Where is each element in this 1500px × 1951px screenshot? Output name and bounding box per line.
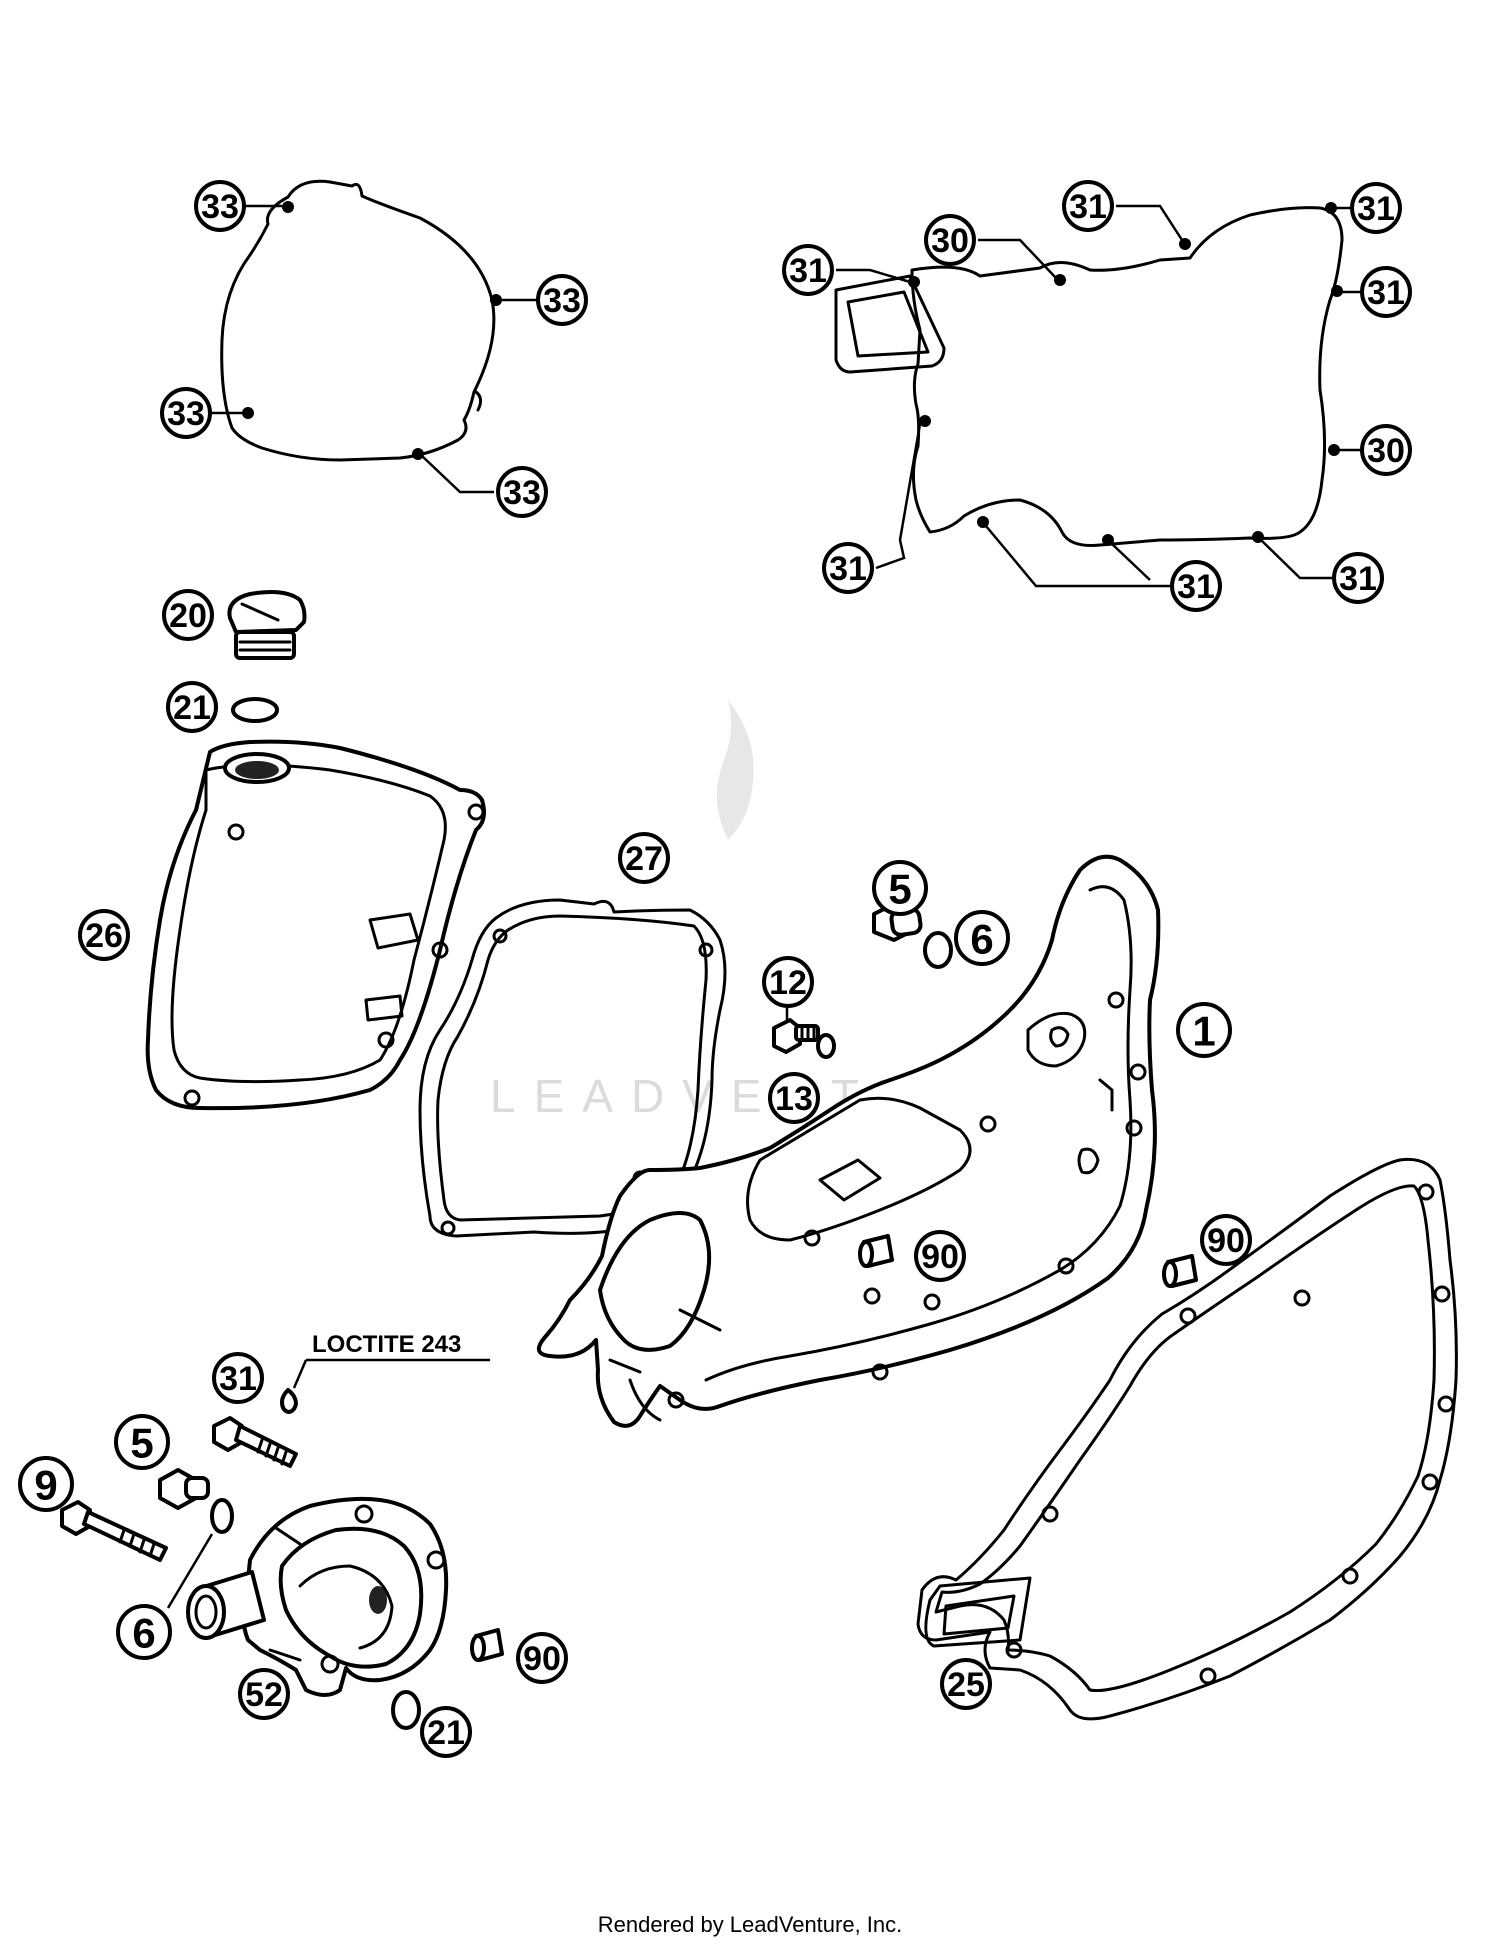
svg-text:33: 33 [201,188,239,226]
dowel-90-right [1162,1254,1198,1288]
loctite-leader [292,1359,308,1389]
svg-text:31: 31 [789,252,827,290]
svg-text:6: 6 [970,916,993,963]
callout-6-top: 6 [954,910,1010,966]
loctite-label: LOCTITE 243 [312,1331,461,1358]
callout-90-right: 90 [1200,1214,1252,1266]
svg-text:31: 31 [219,1360,257,1398]
svg-text:25: 25 [947,1666,985,1704]
callout-21-lower: 21 [420,1706,472,1758]
callout-13: 13 [768,1072,820,1124]
svg-text:31: 31 [1339,560,1377,598]
svg-text:90: 90 [523,1640,561,1678]
cover-gasket-25 [916,1157,1458,1721]
callout-9: 9 [18,1456,74,1512]
callout-21-top: 21 [166,681,218,733]
callout-31-bottom-right: 31 [1332,552,1384,604]
callout-90-lower: 90 [516,1632,568,1684]
loctite-drop-icon [280,1388,298,1414]
callout-33-d: 33 [496,466,548,518]
callout-31-left-lower: 31 [822,542,874,594]
svg-text:21: 21 [173,689,211,727]
water-pump-cover-52 [186,1496,449,1697]
bolt-9 [60,1500,168,1562]
callout-31-bottom-mid: 31 [1101,563,1139,601]
leader-lines-lower [166,1533,214,1609]
callout-90-center: 90 [914,1230,966,1282]
svg-text:31: 31 [1367,274,1405,312]
callout-33-b: 33 [536,274,588,326]
svg-text:31: 31 [1357,190,1395,228]
callout-5-lower: 5 [114,1414,170,1470]
drain-plug-5-lower [158,1468,210,1510]
svg-text:33: 33 [167,395,205,433]
callout-30-right: 30 [1360,424,1412,476]
callout-20: 20 [162,589,214,641]
o-ring-21-lower [391,1690,421,1730]
svg-text:33: 33 [543,282,581,320]
svg-text:90: 90 [1207,1222,1245,1260]
svg-text:12: 12 [769,964,807,1002]
svg-text:20: 20 [169,597,207,635]
callout-26: 26 [78,909,130,961]
callout-31-top-left: 31 [782,244,834,296]
clutch-cover [145,739,486,1111]
callout-30-top: 30 [924,214,976,266]
svg-text:33: 33 [503,474,541,512]
svg-text:90: 90 [921,1238,959,1276]
svg-text:13: 13 [775,1080,813,1118]
svg-text:30: 30 [931,222,969,260]
callout-31-bottom-center: 31 [1170,560,1222,612]
bolt-31 [212,1416,298,1468]
washer-6-lower [210,1498,234,1534]
svg-text:31: 31 [829,550,867,588]
clutch-cover-gasket-outline [220,179,502,462]
svg-text:5: 5 [130,1420,153,1467]
dowel-90-lower [470,1628,504,1662]
ignition-cover-gasket-outline [834,202,1344,547]
callout-6-lower: 6 [116,1604,172,1660]
callout-31-top-center: 31 [1062,180,1114,232]
svg-text:27: 27 [625,840,663,878]
callout-27: 27 [618,832,670,884]
callout-33-c: 33 [160,387,212,439]
callout-25: 25 [940,1658,992,1710]
callout-31-bolt: 31 [212,1352,264,1404]
callout-12: 12 [762,956,814,1008]
callout-31-right: 31 [1360,266,1412,318]
svg-text:1: 1 [1192,1008,1215,1055]
svg-text:26: 26 [85,917,123,955]
dowel-90-center [858,1234,894,1268]
washer-13 [816,1033,836,1059]
callout-31-top-right: 31 [1350,182,1402,234]
svg-text:5: 5 [888,866,911,913]
svg-text:9: 9 [34,1462,57,1509]
callout-1: 1 [1176,1002,1232,1058]
svg-text:21: 21 [427,1714,465,1752]
callout-33-a: 33 [194,180,246,232]
callout-52: 52 [238,1668,290,1720]
flame-icon [716,700,754,840]
footer-credit: Rendered by LeadVenture, Inc. [597,1912,903,1937]
svg-text:31: 31 [1069,188,1107,226]
svg-text:6: 6 [132,1610,155,1657]
callout-5-top: 5 [872,860,928,916]
oil-filler-plug [227,590,307,660]
leader-lines [210,204,1360,1022]
svg-text:52: 52 [245,1676,283,1714]
svg-text:30: 30 [1367,432,1405,470]
washer-6-top [923,931,953,969]
screw-12 [772,1018,820,1054]
svg-text:31: 31 [1177,568,1215,606]
o-ring-21-top [231,697,279,723]
crankcase-cover [537,854,1161,1428]
